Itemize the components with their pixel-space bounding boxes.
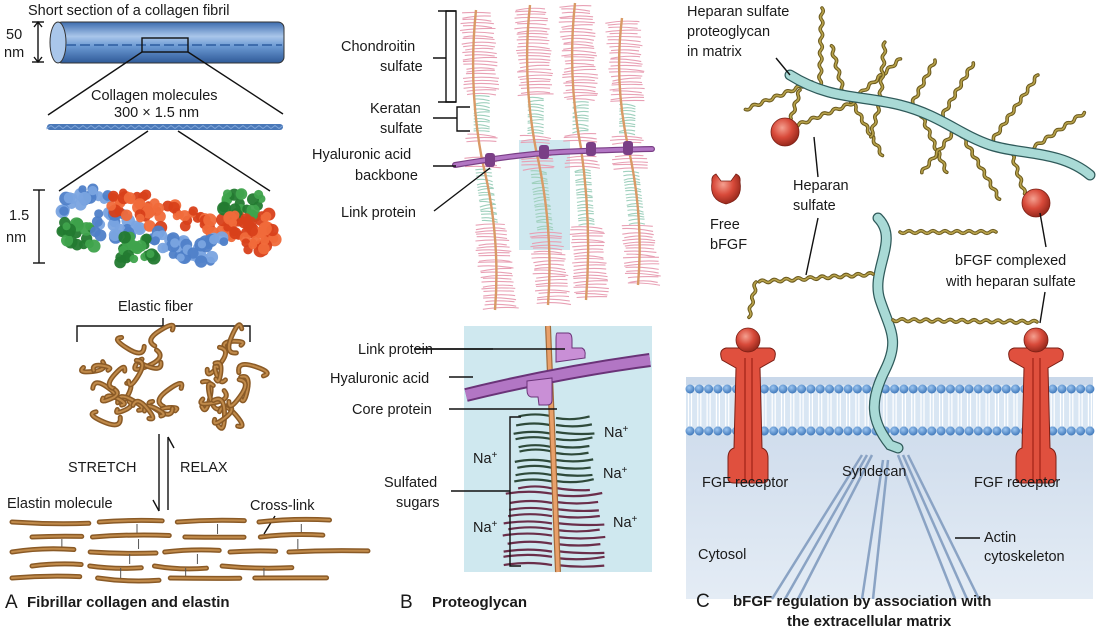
stretch-relax-arrows [152,434,175,512]
panel-b: Chondroitin sulfate Keratan sulfate Hyal… [312,2,661,613]
sulfated-sugars-label-1: Sulfated [384,475,437,491]
keratan-label-1: Keratan [370,101,421,117]
hspg-label-1: Heparan sulfate [687,4,789,20]
panel-c-caption-1: bFGF regulation by association with [733,593,991,610]
elastic-fiber-label: Elastic fiber [118,299,193,315]
relax-label: RELAX [180,460,228,476]
link-protein-label: Link protein [358,342,433,358]
hyaluronic-acid-label: Hyaluronic acid [330,371,429,387]
na-ion-3: Na+ [603,465,628,482]
actin-label-2: cytoskeleton [984,549,1065,565]
stretch-label: STRETCH [68,460,136,476]
zoom-box [141,37,189,53]
free-bfgf-label-1: Free [710,217,740,233]
actin-label-1: Actin [984,530,1016,546]
panel-a-letter: A [5,592,18,613]
panel-b-letter: B [400,592,413,613]
sulfated-sugars-label-2: sugars [396,495,440,511]
elastin-stretched-network [9,516,371,584]
syndecan-heparan-chains [747,228,1039,325]
free-bfgf [711,173,741,205]
bfgf-bound-to-hspg [770,117,800,147]
syndecan-label: Syndecan [842,464,907,480]
collagen-molecules-label: Collagen molecules [91,88,218,104]
panel-c-letter: C [696,591,710,612]
hyaluronic-backbone-label-2: backbone [355,168,418,184]
panel-a: Short section of a collagen fibril 50 nm… [4,3,371,613]
keratan-bracket [433,106,470,132]
sulfated-sugars-bracket [451,416,521,567]
bfgf-complexed [1021,188,1051,218]
heparan-sulfate-chains [743,6,1087,202]
panel-b-caption: Proteoglycan [432,594,527,611]
link-protein-nodes [485,141,633,167]
link-protein-block-top [555,332,586,363]
core-protein-label: Core protein [352,402,432,418]
fibril-diameter-unit: nm [4,45,24,61]
collagen-fibril [49,21,285,64]
free-bfgf-label-2: bFGF [710,237,747,253]
elastin-molecule-label: Elastin molecule [7,496,113,512]
na-ion-5: Na+ [613,514,638,531]
na-ion-1: Na+ [604,424,629,441]
collagen-molecules-size: 300 × 1.5 nm [114,105,199,121]
panel-a-caption: Fibrillar collagen and elastin [27,594,230,611]
cytosol-label: Cytosol [698,547,746,563]
helix-diameter-value: 1.5 [9,208,29,224]
fgf-receptor-left [720,327,776,484]
fibril-dimension-bar [32,20,44,64]
chondroitin-label-1: Chondroitin [341,39,415,55]
helix-diameter-unit: nm [6,230,26,246]
fibril-title: Short section of a collagen fibril [28,3,230,19]
sulfated-sugar-chains [502,413,606,568]
helix-dimension-bar [33,189,45,264]
actin-filaments [770,454,981,600]
hspg-label-3: in matrix [687,44,743,60]
fgf-receptor-left-label: FGF receptor [702,475,788,491]
fibril-diameter-value: 50 [6,27,22,43]
na-ion-4: Na+ [473,519,498,536]
hspg-label-2: proteoglycan [687,24,770,40]
chondroitin-bracket [433,10,456,103]
na-ion-2: Na+ [473,450,498,467]
fgf-receptor-right-label: FGF receptor [974,475,1060,491]
elastic-fiber-coiled [79,322,270,431]
complexed-label-2: with heparan sulfate [945,274,1076,290]
heparan-label-2: sulfate [793,198,836,214]
link-protein-block-bottom [526,377,553,406]
panel-c-caption-2: the extracellular matrix [787,613,952,630]
panel-c: Heparan sulfate proteoglycan in matrix H… [685,4,1096,630]
cross-link-label: Cross-link [250,498,315,514]
fgf-receptor-right [1008,327,1064,484]
collagen-molecule-strand [46,124,284,130]
keratan-label-2: sulfate [380,121,423,137]
complexed-label-1: bFGF complexed [955,253,1066,269]
hyaluronic-backbone-label-1: Hyaluronic acid [312,147,411,163]
proteoglycan-aggregate [459,2,661,311]
link-protein-top-label: Link protein [341,205,416,221]
heparan-label-1: Heparan [793,178,849,194]
collagen-triple-helix [55,183,282,269]
chondroitin-label-2: sulfate [380,59,423,75]
